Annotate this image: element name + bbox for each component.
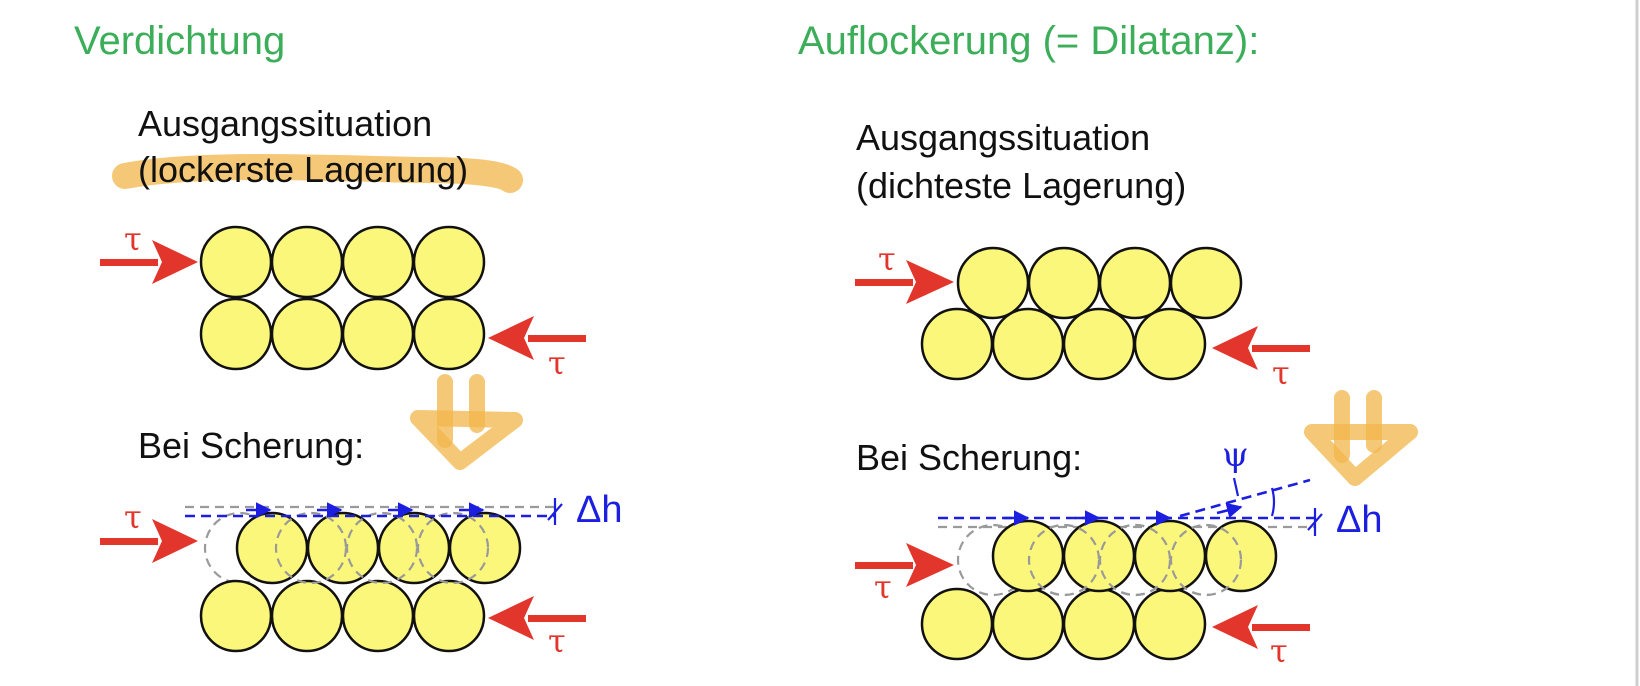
arrow-shaft <box>855 562 913 569</box>
grain <box>270 579 344 653</box>
left-sheared-grains: Δh <box>185 489 623 653</box>
arrow-head <box>488 316 534 360</box>
arrow-shaft <box>855 279 913 286</box>
grain <box>1133 307 1207 381</box>
grain <box>956 246 1030 320</box>
right-initial-line2: (dichteste Lagerung) <box>856 165 1186 206</box>
grain <box>448 511 522 585</box>
arrow-head <box>1212 605 1258 649</box>
grain <box>341 297 415 371</box>
grain <box>235 511 309 585</box>
hand-drawn-down-arrow <box>1304 390 1418 486</box>
arrow-head <box>1212 326 1258 370</box>
delta-h-label: Δh <box>576 489 623 531</box>
grain <box>991 519 1065 593</box>
ghost-grain-overlay <box>1169 523 1243 597</box>
psi-angle-arc <box>1270 487 1276 517</box>
left-initial-shear-arrow-bottom: τ <box>488 316 586 382</box>
left-initial-shear-arrow-top: τ <box>100 220 198 284</box>
left-shear-label: Bei Scherung: <box>138 425 364 466</box>
grain <box>1098 246 1172 320</box>
tau-symbol: τ <box>124 220 142 258</box>
grain <box>1062 307 1136 381</box>
right-heading: Auflockerung (= Dilatanz): <box>798 19 1259 63</box>
grain <box>1133 587 1207 661</box>
psi-tick <box>1232 477 1240 497</box>
grain <box>377 511 451 585</box>
grain <box>199 579 273 653</box>
dh-tick <box>547 503 563 521</box>
grain <box>412 225 486 299</box>
right-sheared-arrow-top: τ <box>855 543 954 606</box>
dh-tick <box>1307 513 1323 531</box>
arrow-head <box>906 543 954 587</box>
grain <box>270 225 344 299</box>
arrow-shaft <box>1252 624 1310 631</box>
tau-symbol: τ <box>878 240 896 278</box>
marker-highlight <box>112 154 523 193</box>
grain <box>199 297 273 371</box>
grain <box>341 579 415 653</box>
tau-symbol: τ <box>124 498 142 536</box>
grain <box>920 587 994 661</box>
arrow-shaft <box>528 335 586 342</box>
tau-symbol: τ <box>1272 354 1290 392</box>
grain <box>991 307 1065 381</box>
grain <box>991 587 1065 661</box>
right-shear-label: Bei Scherung: <box>856 437 1082 478</box>
left-heading: Verdichtung <box>74 19 285 63</box>
right-panel: Auflockerung (= Dilatanz): Ausgangssitua… <box>798 19 1418 670</box>
left-initial-line2: (lockerste Lagerung) <box>138 149 468 190</box>
right-initial-grains <box>920 246 1243 381</box>
grain <box>412 579 486 653</box>
arrow-head <box>488 596 534 640</box>
right-initial-shear-arrow-top: τ <box>855 240 954 304</box>
right-initial-shear-arrow-bottom: τ <box>1212 326 1310 392</box>
delta-h-label: Δh <box>1336 499 1383 541</box>
tau-symbol: τ <box>874 568 892 606</box>
tau-symbol: τ <box>548 344 566 382</box>
arrow-head <box>152 240 198 284</box>
ghost-grain-overlay <box>416 511 490 585</box>
right-initial-line1: Ausgangssituation <box>856 117 1150 158</box>
grain <box>270 297 344 371</box>
arrow-shaft <box>100 259 158 266</box>
left-panel: Verdichtung Ausgangssituation (lockerste… <box>74 19 623 660</box>
left-initial-grains <box>199 225 486 371</box>
tau-symbol: τ <box>1270 632 1288 670</box>
arrow-head <box>906 260 954 304</box>
grain <box>412 297 486 371</box>
arrow-head <box>152 519 198 563</box>
grain <box>1062 587 1136 661</box>
grain <box>1027 246 1101 320</box>
arrow-shaft <box>528 615 586 622</box>
left-sheared-arrow-bottom: τ <box>488 596 586 660</box>
right-sheared-grains: ψ Δh <box>920 435 1383 661</box>
grain <box>1169 246 1243 320</box>
dilatancy-path-line <box>1179 478 1311 518</box>
arrow-shaft <box>1252 345 1310 352</box>
grain <box>306 511 380 585</box>
hand-drawn-down-arrow <box>410 374 523 470</box>
grain <box>341 225 415 299</box>
left-sheared-arrow-top: τ <box>100 498 198 563</box>
grain <box>920 307 994 381</box>
right-sheared-arrow-bottom: τ <box>1212 605 1310 670</box>
tau-symbol: τ <box>548 622 566 660</box>
left-initial-line1: Ausgangssituation <box>138 103 432 144</box>
displacement-arrow <box>1216 502 1243 518</box>
grain <box>199 225 273 299</box>
psi-label: ψ <box>1222 435 1249 475</box>
arrow-shaft <box>100 538 158 545</box>
